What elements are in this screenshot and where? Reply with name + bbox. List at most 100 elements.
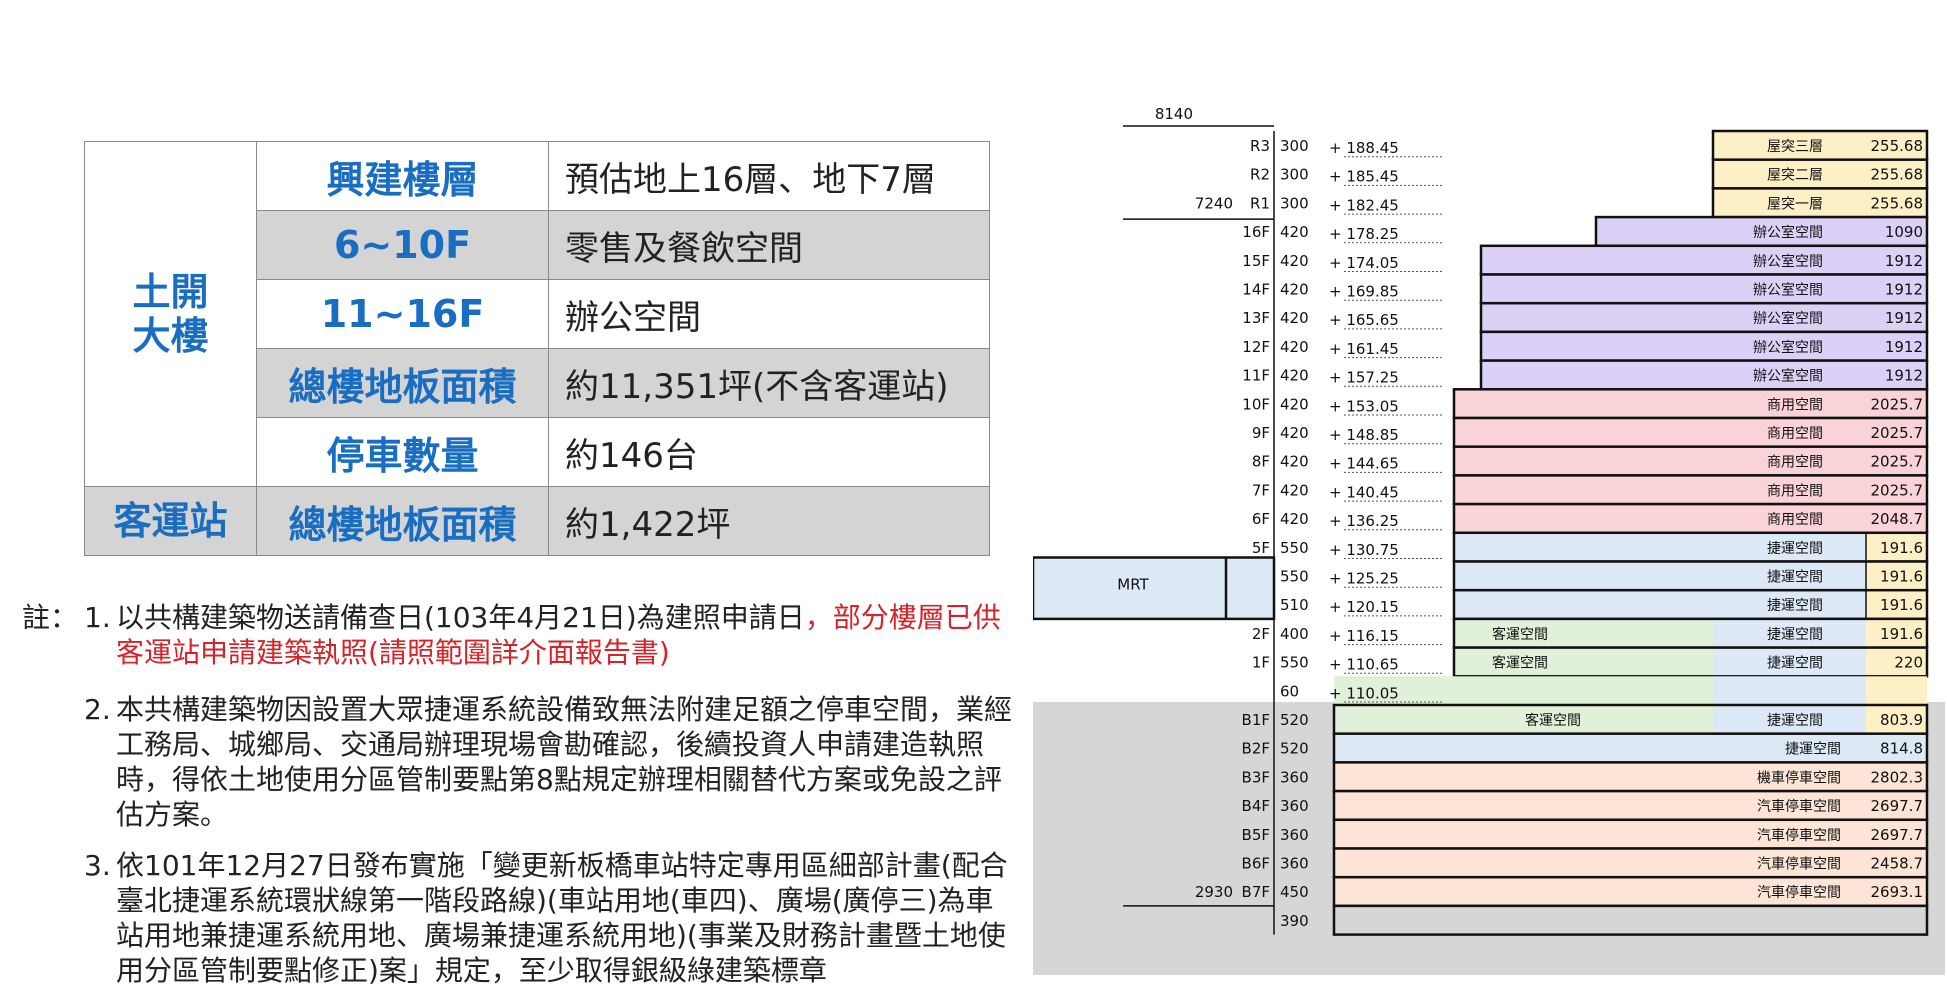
space-label: 捷運空間 [1767, 541, 1823, 557]
floor-area: 2025.7 [1871, 395, 1924, 413]
floor-space-fill [1334, 877, 1927, 906]
floor-level: + 161.45 [1329, 340, 1399, 358]
dim-b7: 2930 [1195, 883, 1233, 901]
floor-area: 1912 [1885, 281, 1923, 299]
floor-name: B3F [1242, 768, 1270, 786]
floor-space-fill [1713, 159, 1927, 189]
floor-name: B2F [1242, 740, 1270, 758]
row-label: 停車數量 [256, 417, 549, 487]
floor-level: + 157.25 [1329, 369, 1399, 387]
floor-space-fill [1334, 705, 1713, 734]
floor-space-fill [1334, 819, 1927, 849]
space-label: 機車停車空間 [1757, 769, 1841, 786]
floor-level: + 110.05 [1329, 684, 1399, 702]
floor-height: 400 [1280, 625, 1309, 643]
floor-name: 11F [1242, 367, 1270, 385]
row-value: 約11,351坪(不含客運站) [548, 348, 990, 418]
floor-name: 8F [1252, 453, 1270, 471]
floor-space-fill [1481, 303, 1927, 332]
floor-area: 1912 [1885, 252, 1923, 270]
floor-area: 1912 [1885, 309, 1923, 327]
floor-area: 191.6 [1880, 596, 1923, 614]
floor-area: 2697.7 [1871, 826, 1924, 844]
notes-lead: 註： [22, 601, 79, 634]
space-label: 辦公室空間 [1753, 368, 1823, 385]
floor-area: 2802.3 [1871, 768, 1924, 786]
floor-level: + 178.25 [1329, 225, 1399, 243]
row-label: 11~16F [256, 279, 549, 349]
floor-space-fill [1334, 848, 1927, 878]
floor-space-fill [1334, 762, 1927, 792]
floor-space-fill [1596, 217, 1927, 246]
floor-height: 550 [1280, 539, 1309, 557]
mrt-label: MRT [1117, 576, 1149, 594]
floor-space-fill [1713, 188, 1927, 218]
floor-height: 520 [1280, 711, 1309, 729]
floor-height: 420 [1280, 453, 1309, 471]
bus-space-label: 客運空間 [1492, 626, 1548, 643]
floor-area: 2693.1 [1871, 883, 1924, 901]
row-label: 總樓地板面積 [256, 348, 549, 418]
floor-height: 300 [1280, 137, 1309, 155]
row-value: 約146台 [548, 417, 990, 487]
floor-space-fill [1454, 647, 1713, 677]
space-label: 辦公室空間 [1753, 224, 1823, 241]
floor-area: 2025.7 [1871, 481, 1924, 499]
floor-space-fill [1481, 245, 1927, 275]
floor-space-fill [1454, 446, 1927, 476]
note-item: 1. 以共構建築物送請備查日(103年4月21日)為建照申請日，部分樓層已供客運… [84, 600, 1044, 670]
row-label: 興建樓層 [256, 141, 549, 211]
floor-name: R1 [1250, 194, 1270, 212]
space-label: 捷運空間 [1767, 570, 1823, 586]
floor-area: 1090 [1885, 223, 1923, 241]
row-value: 約1,422坪 [548, 486, 990, 556]
bus-space-label: 客運空間 [1492, 655, 1548, 672]
floor-space-fill [1866, 705, 1927, 734]
floor-height: 550 [1280, 654, 1309, 672]
floor-area: 2697.7 [1871, 797, 1924, 815]
floor-space-fill [1454, 561, 1866, 591]
group-label-bus-station: 客運站 [84, 486, 257, 556]
floor-level: + 188.45 [1329, 139, 1399, 157]
floor-name: 5F [1252, 539, 1270, 557]
space-label: 屋突二層 [1767, 168, 1823, 184]
floor-name: R3 [1250, 137, 1270, 155]
row-value: 辦公空間 [548, 279, 990, 349]
floor-space-fill [1481, 360, 1927, 390]
dim-top: 8140 [1155, 105, 1193, 123]
floor-space-fill [1454, 418, 1927, 447]
floor-height: 420 [1280, 281, 1309, 299]
floor-height: 300 [1280, 166, 1309, 184]
note-item: 2. 本共構建築物因設置大眾捷運系統設備致無法附建足額之停車空間，業經工務局、城… [84, 692, 1044, 832]
floor-height: 60 [1280, 682, 1299, 700]
floor-name: B6F [1242, 855, 1270, 873]
floor-height: 420 [1280, 424, 1309, 442]
space-label: 屋突三層 [1767, 139, 1823, 155]
floor-name: 10F [1242, 395, 1270, 413]
floor-area: 220 [1894, 654, 1923, 672]
floor-height: 420 [1280, 481, 1309, 499]
floor-height: 420 [1280, 252, 1309, 270]
floor-space-fill [1866, 618, 1927, 648]
floor-space-fill [1454, 590, 1866, 619]
floor-level: + 136.25 [1329, 512, 1399, 530]
space-label: 商用空間 [1767, 426, 1823, 442]
floor-space-fill [1713, 705, 1866, 734]
floor-name: 7F [1252, 481, 1270, 499]
floor-level: + 116.15 [1329, 627, 1399, 645]
floor-height: 420 [1280, 223, 1309, 241]
group-label-text: 土開大樓 [132, 270, 209, 358]
floor-space-fill [1334, 733, 1927, 763]
floor-space-fill [1481, 331, 1927, 361]
space-label: 屋突一層 [1767, 196, 1823, 212]
space-label: 捷運空間 [1767, 713, 1823, 729]
floor-area: 191.6 [1880, 539, 1923, 557]
floor-name: 12F [1242, 338, 1270, 356]
floor-level: + 144.65 [1329, 455, 1399, 473]
space-label: 捷運空間 [1785, 742, 1841, 758]
floor-level: + 182.45 [1329, 196, 1399, 214]
floor-height: 510 [1280, 596, 1309, 614]
floor-name: 1F [1252, 654, 1270, 672]
floor-space-fill [1866, 590, 1927, 619]
